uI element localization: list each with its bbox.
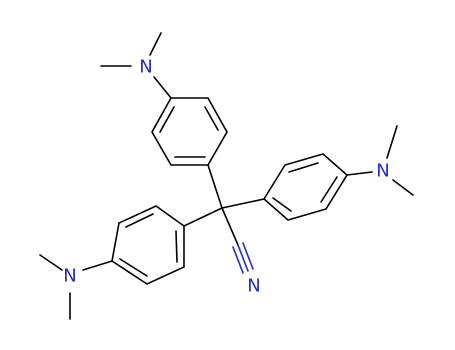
left-dimethylamino-group: N [39, 254, 113, 320]
bond-right-ring-n [346, 171, 373, 176]
bond-right-methyl-1 [386, 125, 398, 159]
top-benzene-ring [151, 97, 228, 166]
atom-n-nitrile: N [247, 276, 260, 297]
ring-left-double-3 [175, 230, 178, 263]
ring-top-double-1 [204, 106, 219, 131]
nitrile-group: N [221, 207, 261, 297]
ring-right-outline [262, 153, 349, 221]
bond-left-methyl-1 [39, 254, 63, 271]
nitrile-triple-bond-1 [237, 244, 249, 272]
right-benzene-ring [262, 153, 349, 221]
top-dimethylamino-group: N [100, 32, 172, 99]
ring-left-double-2 [119, 258, 148, 277]
right-dimethylamino-group: N [346, 125, 414, 196]
atom-n-right: N [376, 161, 389, 182]
ring-right-double-3 [272, 197, 292, 212]
ring-left-outline [111, 205, 185, 285]
bond-center-left-ring [183, 207, 223, 227]
bond-center-top-ring [207, 164, 223, 209]
nitrile-triple-bond-2 [232, 246, 244, 274]
ring-right-double-1 [288, 162, 319, 173]
nitrile-triple-bond-3 [242, 242, 254, 270]
left-benzene-ring [111, 205, 185, 285]
central-carbon-bonds [183, 164, 265, 227]
atom-n-top: N [139, 57, 152, 78]
ring-top-outline [151, 97, 228, 166]
bond-top-methyl-1 [149, 32, 162, 56]
atom-n-left: N [63, 266, 76, 287]
bond-top-n-ring [153, 76, 172, 99]
ring-top-double-3 [159, 106, 175, 133]
bond-left-ring-n [82, 260, 113, 271]
bond-right-methyl-2 [392, 179, 414, 196]
ring-left-double-1 [125, 213, 154, 228]
bond-center-right-ring [221, 198, 265, 209]
bond-center-nitrile-carbon [221, 207, 239, 246]
ring-right-double-2 [320, 176, 338, 203]
